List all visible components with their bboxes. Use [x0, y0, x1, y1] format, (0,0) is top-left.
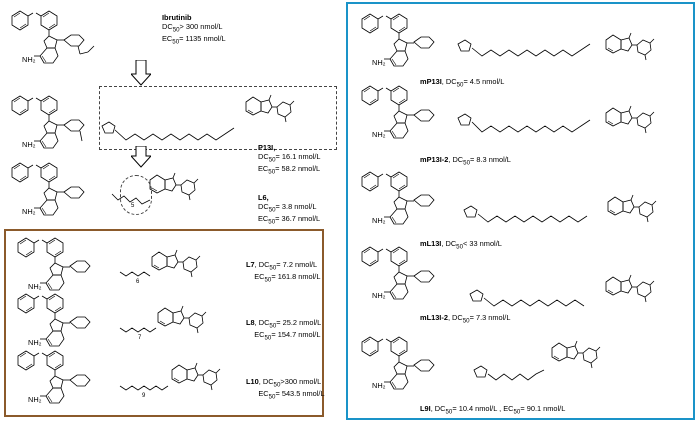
arrow-down-icon: [131, 60, 151, 86]
compound-label-l10: L10, DC50>300 nmol/L EC50= 543.5 nmol/L: [246, 377, 325, 401]
compound-label-ml13i-2: mL13I-2, DC50= 7.3 nmol/L: [420, 313, 511, 325]
compound-label-p13i: P13I, DC50= 16.1 nmol/L EC50= 58.2 nmol/…: [258, 143, 321, 176]
amine-label: NH₂: [28, 282, 42, 291]
amine-label: NH₂: [28, 338, 42, 347]
amine-label: NH₂: [22, 140, 36, 149]
carbonyl-highlight-circle: [120, 175, 152, 215]
amine-label: NH₂: [372, 291, 386, 300]
analogs-panel: [4, 229, 324, 417]
chain-count-l6: 5: [131, 203, 135, 209]
amine-label: NH₂: [22, 207, 36, 216]
amine-label: NH₂: [22, 55, 36, 64]
variants-panel: [346, 2, 695, 420]
compound-label-l6: L6, DC50= 3.8 nmol/L EC50= 36.7 nmol/L: [258, 193, 321, 226]
chain-count-l10: 9: [142, 393, 146, 399]
compound-label-l9i: L9I, DC50= 10.4 nmol/L , EC50= 90.1 nmol…: [420, 404, 566, 416]
chain-count-l7: 6: [136, 279, 140, 285]
compound-label-ibrutinib: Ibrutinib DC50> 300 nmol/L EC50= 1135 nm…: [162, 13, 226, 46]
chain-count-l8: 7: [138, 335, 142, 341]
compound-label-l8: L8, DC50= 25.2 nmol/L EC50= 154.7 nmol/L: [246, 318, 322, 342]
compound-label-mp13i-2: mP13I-2, DC50= 8.3 nmol/L: [420, 155, 511, 167]
amine-label: NH₂: [372, 381, 386, 390]
amine-label: NH₂: [372, 58, 386, 67]
amine-label: NH₂: [372, 130, 386, 139]
amine-label: NH₂: [372, 216, 386, 225]
ibrutinib-core: [11, 10, 65, 64]
compound-label-mp13i: mP13I, DC50= 4.5 nmol/L: [420, 77, 505, 89]
compound-label-ml13i: mL13I, DC50< 33 nmol/L: [420, 239, 502, 251]
arrow-down-icon: [131, 146, 151, 168]
amine-label: NH₂: [28, 395, 42, 404]
linker-highlight-box: [99, 86, 337, 150]
compound-label-l7: L7, DC50= 7.2 nmol/L EC50= 161.8 nmol/L: [246, 260, 321, 284]
